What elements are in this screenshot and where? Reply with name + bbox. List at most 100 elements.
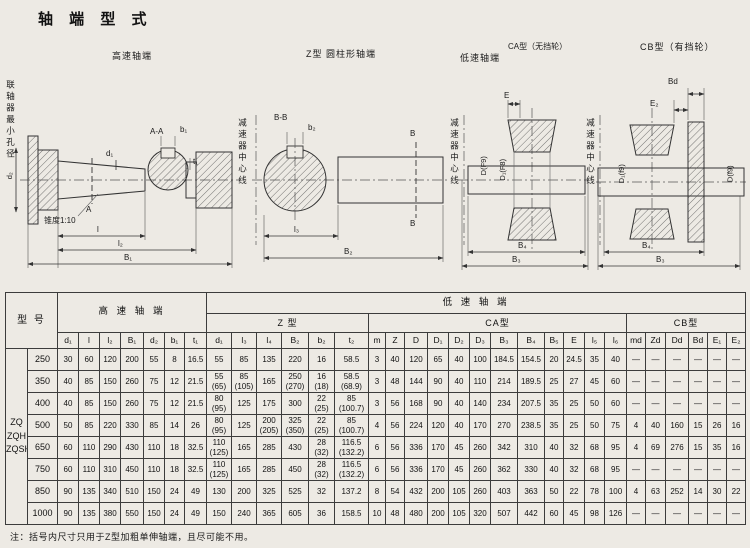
table-cell: 363	[517, 480, 545, 503]
table-cell: 40	[448, 414, 470, 437]
table-cell: 430	[281, 436, 309, 459]
table-cell: 85 (100.7)	[334, 414, 369, 437]
cut-label-a: A	[86, 205, 92, 214]
table-cell: 75	[604, 414, 627, 437]
table-cell: 365	[256, 502, 282, 525]
table-cell: 40	[645, 414, 666, 437]
table-cell: 150	[143, 480, 165, 503]
table-cell: 276	[665, 436, 689, 459]
table-cell: 116.5 (132.2)	[334, 436, 369, 459]
reducer-centerline-label-2: 减速器中心线	[449, 118, 460, 187]
table-cell: —	[688, 458, 708, 481]
cut-label-b-bottom: B	[410, 219, 416, 228]
table-cell: 50	[57, 414, 79, 437]
fig1-title: 高速轴端	[112, 51, 153, 61]
table-cell: 510	[120, 480, 144, 503]
table-cell: 4	[368, 414, 386, 437]
fig1-high-speed-drawing	[14, 135, 240, 268]
table-cell: 85 (105)	[231, 370, 257, 393]
column-header: CB型	[625, 313, 747, 333]
column-header: l₄	[256, 332, 282, 349]
table-cell: 30	[707, 480, 727, 503]
table-cell: 336	[404, 436, 428, 459]
table-cell: 100	[604, 480, 627, 503]
table-cell: 220	[281, 348, 309, 371]
column-header: B₁	[120, 332, 144, 349]
table-cell: 430	[120, 436, 144, 459]
table-cell: 50	[584, 392, 605, 415]
table-cell: 200	[427, 502, 449, 525]
table-cell: 21.5	[184, 370, 207, 393]
table-cell: 110	[469, 370, 491, 393]
dim-label-B1: B₁	[124, 253, 133, 262]
table-cell: 45	[448, 436, 470, 459]
table-cell: —	[707, 392, 727, 415]
table-cell: 3	[368, 370, 386, 393]
table-cell: 325	[256, 480, 282, 503]
technical-drawings: .part{fill:none;stroke:#333;stroke-width…	[0, 30, 750, 288]
table-cell: 78	[584, 480, 605, 503]
table-cell: 18	[164, 436, 185, 459]
table-cell: 95	[604, 436, 627, 459]
table-cell: —	[707, 348, 727, 371]
dim-label-t1: t₁	[193, 157, 198, 166]
table-cell: 110 (125)	[206, 458, 232, 481]
table-cell: —	[688, 502, 708, 525]
table-cell: 260	[469, 458, 491, 481]
table-cell: 6	[368, 458, 386, 481]
table-cell: 135	[78, 480, 100, 503]
table-cell: 310	[99, 458, 121, 481]
table-cell: 90	[57, 480, 79, 503]
table-cell: 380	[99, 502, 121, 525]
model-cell: 500	[27, 414, 58, 437]
drawings-svg: .part{fill:none;stroke:#333;stroke-width…	[14, 88, 746, 270]
table-cell: 110	[78, 458, 100, 481]
dim-label-E2: E₂	[650, 99, 659, 108]
table-cell: —	[645, 348, 666, 371]
column-header: B₅	[544, 332, 564, 349]
table-cell: —	[626, 348, 646, 371]
table-cell: 207.5	[517, 392, 545, 415]
table-cell: 40	[604, 348, 627, 371]
table-cell: 12	[164, 370, 185, 393]
table-cell: 40	[448, 392, 470, 415]
table-cell: 56	[385, 414, 405, 437]
table-cell: 16 (18)	[308, 370, 335, 393]
column-header: Bd	[688, 332, 708, 349]
table-cell: 605	[281, 502, 309, 525]
table-cell: —	[688, 370, 708, 393]
table-cell: 105	[448, 502, 470, 525]
dim-label-B3: B₃	[512, 255, 521, 264]
table-cell: 450	[281, 458, 309, 481]
table-cell: 170	[427, 458, 449, 481]
table-cell: 45	[563, 502, 585, 525]
table-cell: 21.5	[184, 392, 207, 415]
table-cell: 342	[490, 436, 518, 459]
table-cell: 56	[385, 392, 405, 415]
table-cell: 25	[544, 370, 564, 393]
column-header: 型 号	[5, 292, 58, 349]
dim-label-b1: b₁	[180, 125, 188, 134]
table-cell: 35	[544, 392, 564, 415]
table-cell: 60	[57, 458, 79, 481]
table-cell: —	[725, 502, 747, 525]
table-cell: 137.2	[334, 480, 369, 503]
table-cell: 184.5	[490, 348, 518, 371]
table-cell: 85	[143, 414, 165, 437]
table-cell: 60	[57, 436, 79, 459]
dim-label-B4: B₄	[518, 241, 527, 250]
table-cell: 234	[490, 392, 518, 415]
table-cell: 55 (65)	[206, 370, 232, 393]
model-cell: 400	[27, 392, 58, 415]
fig3-ca-type-drawing	[458, 100, 589, 270]
table-cell: 25	[563, 392, 585, 415]
column-header: l	[78, 332, 100, 349]
cut-label-b-top: B	[410, 129, 416, 138]
table-cell: 120	[427, 414, 449, 437]
table-cell: —	[725, 458, 747, 481]
